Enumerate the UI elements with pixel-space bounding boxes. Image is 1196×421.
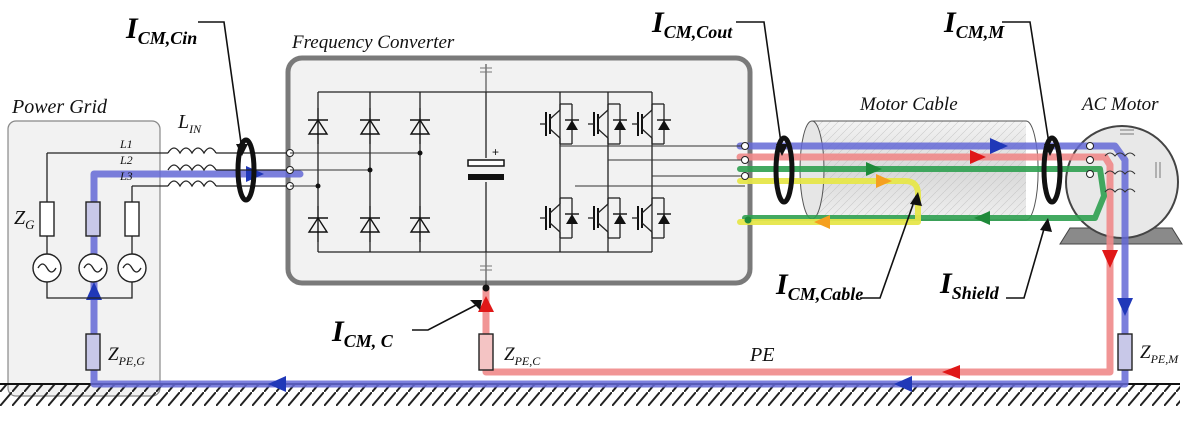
svg-text:IShield: IShield xyxy=(939,267,1000,303)
ground-hatch xyxy=(0,384,1180,406)
rectifier-bridge xyxy=(290,91,431,253)
motor-windings xyxy=(1086,129,1161,193)
icm-cable-callout: ICM,Cable xyxy=(775,192,922,304)
dc-link: + xyxy=(420,64,652,288)
svg-text:ICM, C: ICM, C xyxy=(331,315,394,351)
icm-cin-callout: ICM,Cin xyxy=(125,12,248,156)
pe-label: PE xyxy=(749,344,774,366)
power-grid-label: Power Grid xyxy=(11,96,108,118)
ishield-callout: IShield xyxy=(939,218,1052,303)
phase-label-l2: L2 xyxy=(119,153,133,167)
svg-text:ICM,Cin: ICM,Cin xyxy=(125,12,197,48)
phase-label-l3: L3 xyxy=(119,169,133,183)
zpec-resistor xyxy=(478,333,494,371)
svg-text:ICM,Cout: ICM,Cout xyxy=(651,6,733,42)
svg-text:ICM,Cable: ICM,Cable xyxy=(775,268,863,304)
motor-cable-label: Motor Cable xyxy=(859,94,958,115)
svg-text:ICM,M: ICM,M xyxy=(943,6,1005,42)
icm-m-callout: ICM,M xyxy=(943,6,1056,156)
probe-cin-icon xyxy=(235,137,257,203)
zg-label: ZG xyxy=(14,207,35,232)
inverter-bridge xyxy=(539,92,752,252)
icm-c-callout: ICM, C xyxy=(331,300,482,351)
frequency-converter-label: Frequency Converter xyxy=(291,32,455,53)
ac-motor-label: AC Motor xyxy=(1080,94,1159,115)
probe-m-icon xyxy=(1041,135,1063,205)
converter-ground-node xyxy=(482,284,490,292)
lin-label: LIN xyxy=(177,111,202,136)
grid-sources xyxy=(32,152,168,371)
input-inductors xyxy=(167,147,294,190)
icm-cout-callout: ICM,Cout xyxy=(651,6,788,156)
phase-label-l1: L1 xyxy=(119,137,133,151)
zpem-resistor xyxy=(1117,333,1133,371)
probe-cout-icon xyxy=(773,135,795,205)
zpec-label: ZPE,C xyxy=(504,344,541,368)
zpeg-label: ZPE,G xyxy=(108,344,145,368)
zpem-label: ZPE,M xyxy=(1140,342,1179,366)
svg-text:+: + xyxy=(492,145,499,159)
